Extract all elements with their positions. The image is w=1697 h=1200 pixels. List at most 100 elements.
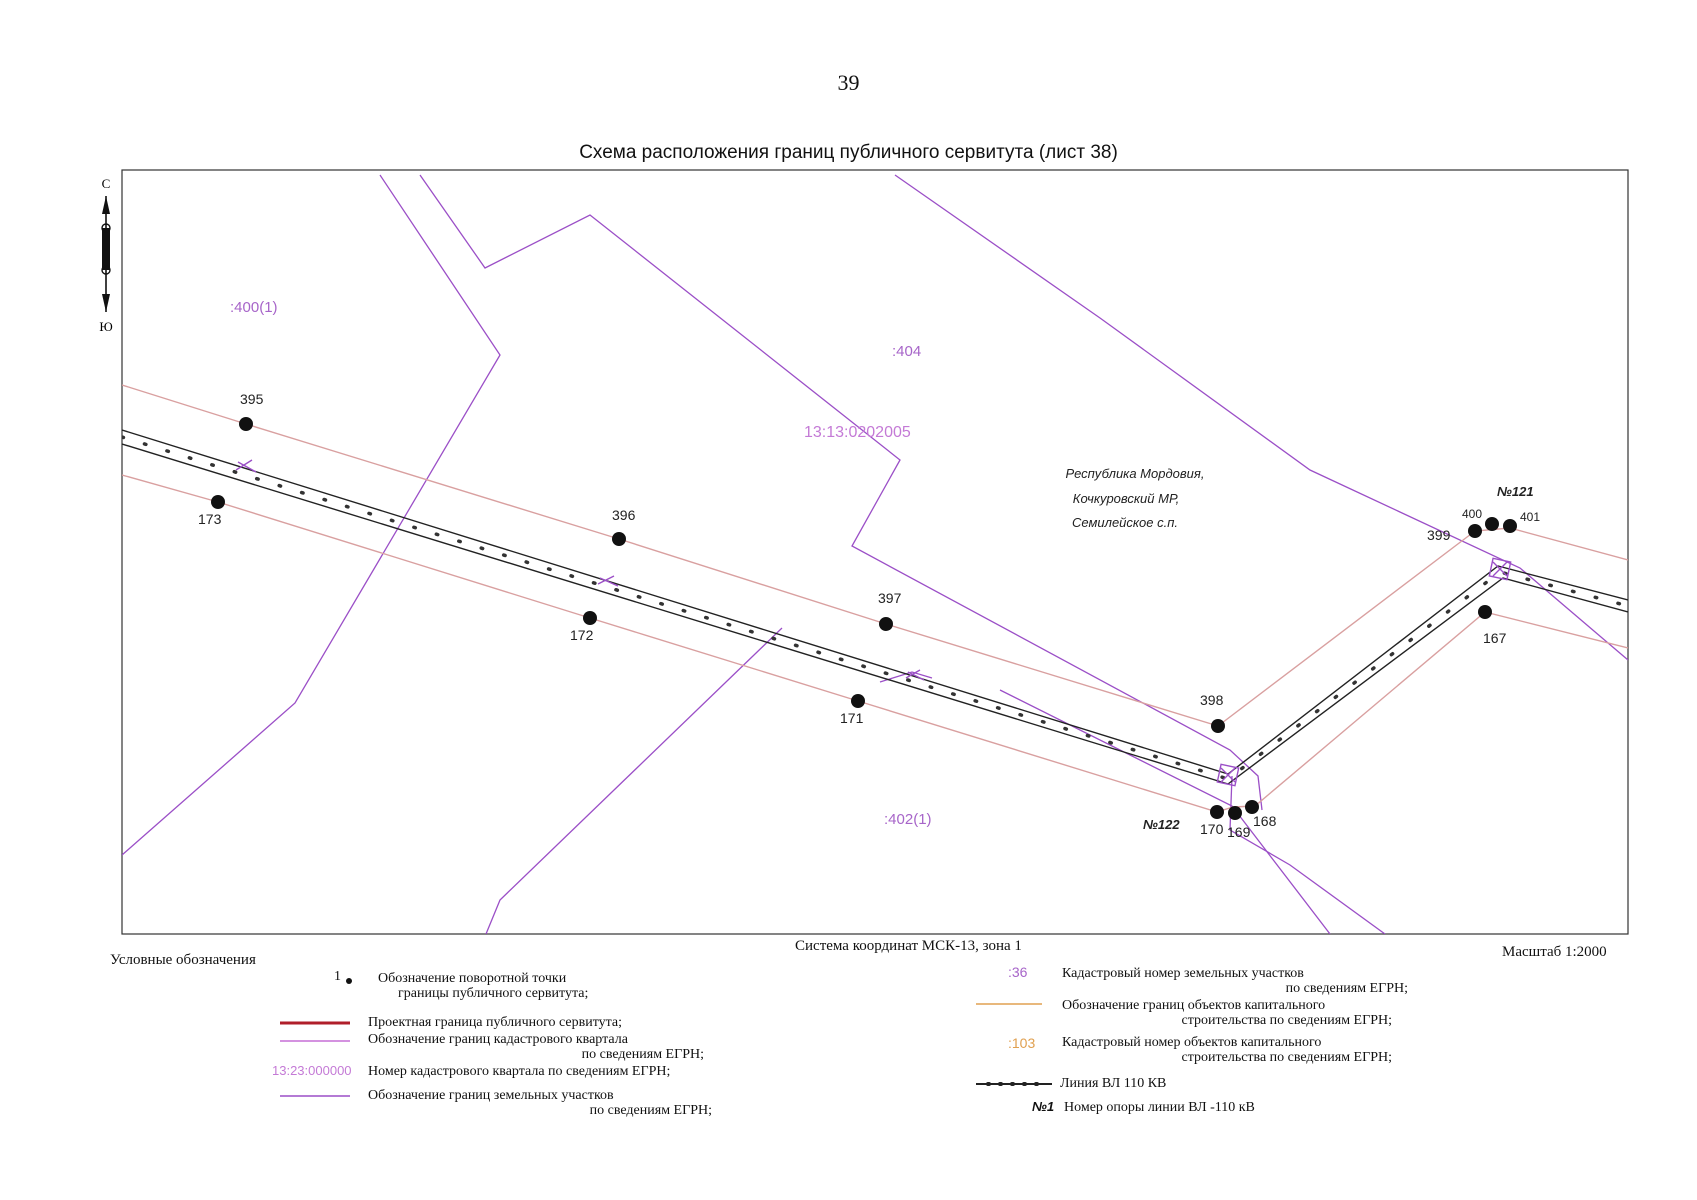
point-label: 173 [198, 511, 222, 527]
point-label: 401 [1520, 510, 1540, 524]
legend-text: Номер опоры линии ВЛ -110 кВ [1064, 1100, 1255, 1115]
power-line-dots [122, 435, 1628, 781]
point-labels: 395 396 397 398 399 400 401 167 168 169 … [198, 391, 1540, 840]
parcel-boundary-line [419, 174, 1263, 811]
legend-point-icon [346, 978, 352, 984]
legend-building-boundary: Обозначение границ объектов капитального… [1062, 998, 1392, 1028]
point-label: 399 [1427, 527, 1451, 543]
support-mark-icon [597, 575, 619, 587]
legend-parcel-number-symbol: :36 [1008, 964, 1028, 980]
compass-south-label: Ю [99, 319, 112, 334]
turning-point [879, 617, 893, 631]
turning-point [583, 611, 597, 625]
parcel-label: :402(1) [884, 811, 932, 828]
legend-support-number-symbol: №1 [1032, 1099, 1055, 1114]
parcel-label: :400(1) [230, 299, 278, 316]
turning-point [1485, 517, 1499, 531]
legend-text: Обозначение поворотной точки [378, 971, 567, 986]
parcel-boundary-line [122, 174, 501, 856]
cadastral-labels: :400(1) :404 :402(1) 13:13:0202005 [230, 299, 932, 828]
legend-text: Проектная граница публичного сервитута; [368, 1015, 623, 1030]
compass: С Ю [99, 176, 112, 334]
turning-point [1210, 805, 1224, 819]
point-label: 171 [840, 710, 864, 726]
legend-text: строительства по сведениям ЕГРН; [1181, 1050, 1393, 1065]
legend-parcel-boundary: Обозначение границ земельных участков по… [368, 1088, 712, 1118]
compass-south-arrow-icon [102, 294, 110, 312]
map-content: 395 396 397 398 399 400 401 167 168 169 … [122, 174, 1628, 934]
map-frame [121, 169, 1629, 935]
legend-text: Кадастровый номер земельных участков [1062, 966, 1304, 981]
coordinate-system: Система координат МСК-13, зона 1 [795, 938, 1022, 954]
legend-symbols [280, 978, 1052, 1097]
page-number: 39 [837, 70, 860, 95]
point-label: 396 [612, 507, 636, 523]
support-122-icon [1216, 763, 1240, 787]
legend-building-number-symbol: :103 [1008, 1035, 1036, 1051]
legend-text: Линия ВЛ 110 КВ [1060, 1076, 1167, 1091]
parcel-boundary-line [1229, 775, 1386, 934]
turning-point [851, 694, 865, 708]
servitude-boundary-lower [122, 474, 1628, 813]
parcel-label: :404 [892, 343, 921, 360]
legend-title: Условные обозначения [110, 952, 256, 968]
region-line: Кочкуровский МР, [1073, 491, 1179, 506]
turning-point [211, 495, 225, 509]
support-labels: №121 №122 [1143, 484, 1534, 832]
legend-support-number: Номер опоры линии ВЛ -110 кВ [1064, 1100, 1255, 1115]
legend-text: Кадастровый номер объектов капитального [1062, 1035, 1322, 1050]
quarter-label: 13:13:0202005 [804, 424, 911, 441]
support-mark-icon [905, 669, 925, 681]
turning-point [1245, 800, 1259, 814]
support-mark-icon [235, 459, 257, 473]
legend-text: Обозначение границ земельных участков [368, 1088, 614, 1103]
compass-north-label: С [102, 176, 111, 191]
compass-body-icon [102, 228, 110, 270]
point-label: 172 [570, 627, 594, 643]
point-label: 400 [1462, 507, 1482, 521]
legend-point-symbol: 1 [334, 969, 341, 984]
parcel-boundaries [122, 174, 1628, 934]
servitude-boundary [122, 384, 1628, 813]
legend-quarter-number: Номер кадастрового квартала по сведениям… [368, 1064, 670, 1079]
support-label: №122 [1143, 817, 1180, 832]
legend-text: Обозначение границ объектов капитального [1062, 998, 1326, 1013]
turning-point [1503, 519, 1517, 533]
turning-point [1228, 806, 1242, 820]
point-label: 168 [1253, 813, 1277, 829]
map-scale: Масштаб 1:2000 [1502, 944, 1607, 960]
power-line-supports [235, 459, 1512, 787]
region-line: Республика Мордовия, [1066, 466, 1205, 481]
region-label: Республика Мордовия, Кочкуровский МР, Се… [1066, 466, 1205, 530]
support-label: №121 [1497, 484, 1534, 499]
point-label: 169 [1227, 824, 1251, 840]
legend-parcel-number: Кадастровый номер земельных участков по … [1062, 966, 1408, 996]
point-label: 167 [1483, 630, 1507, 646]
legend-text: по сведениям ЕГРН; [581, 1047, 704, 1062]
power-line-edge [122, 443, 1628, 785]
turning-points [211, 417, 1517, 820]
turning-point [1211, 719, 1225, 733]
compass-north-arrow-icon [102, 196, 110, 214]
legend-text: по сведениям ЕГРН; [589, 1103, 712, 1118]
legend-text: строительства по сведениям ЕГРН; [1181, 1013, 1393, 1028]
turning-point [1478, 605, 1492, 619]
legend-building-number: Кадастровый номер объектов капитального … [1062, 1035, 1392, 1065]
parcel-boundary-line [879, 671, 933, 683]
legend-point: Обозначение поворотной точки границы пуб… [378, 971, 588, 1001]
legend-text: границы публичного сервитута; [398, 986, 589, 1001]
legend-text: по сведениям ЕГРН; [1285, 981, 1408, 996]
power-line-110kv [122, 429, 1628, 785]
parcel-boundary-line [894, 174, 1628, 661]
turning-point [612, 532, 626, 546]
power-line-edge [122, 429, 1628, 775]
point-label: 397 [878, 590, 902, 606]
parcel-boundary-line [999, 689, 1331, 934]
turning-point [239, 417, 253, 431]
legend-text: Обозначение границ кадастрового квартала [368, 1032, 628, 1047]
parcel-boundary-line [485, 627, 783, 934]
region-line: Семилейское с.п. [1072, 515, 1178, 530]
legend-quarter-number-symbol: 13:23:000000 [272, 1063, 352, 1078]
legend-text: Номер кадастрового квартала по сведениям… [368, 1064, 671, 1079]
